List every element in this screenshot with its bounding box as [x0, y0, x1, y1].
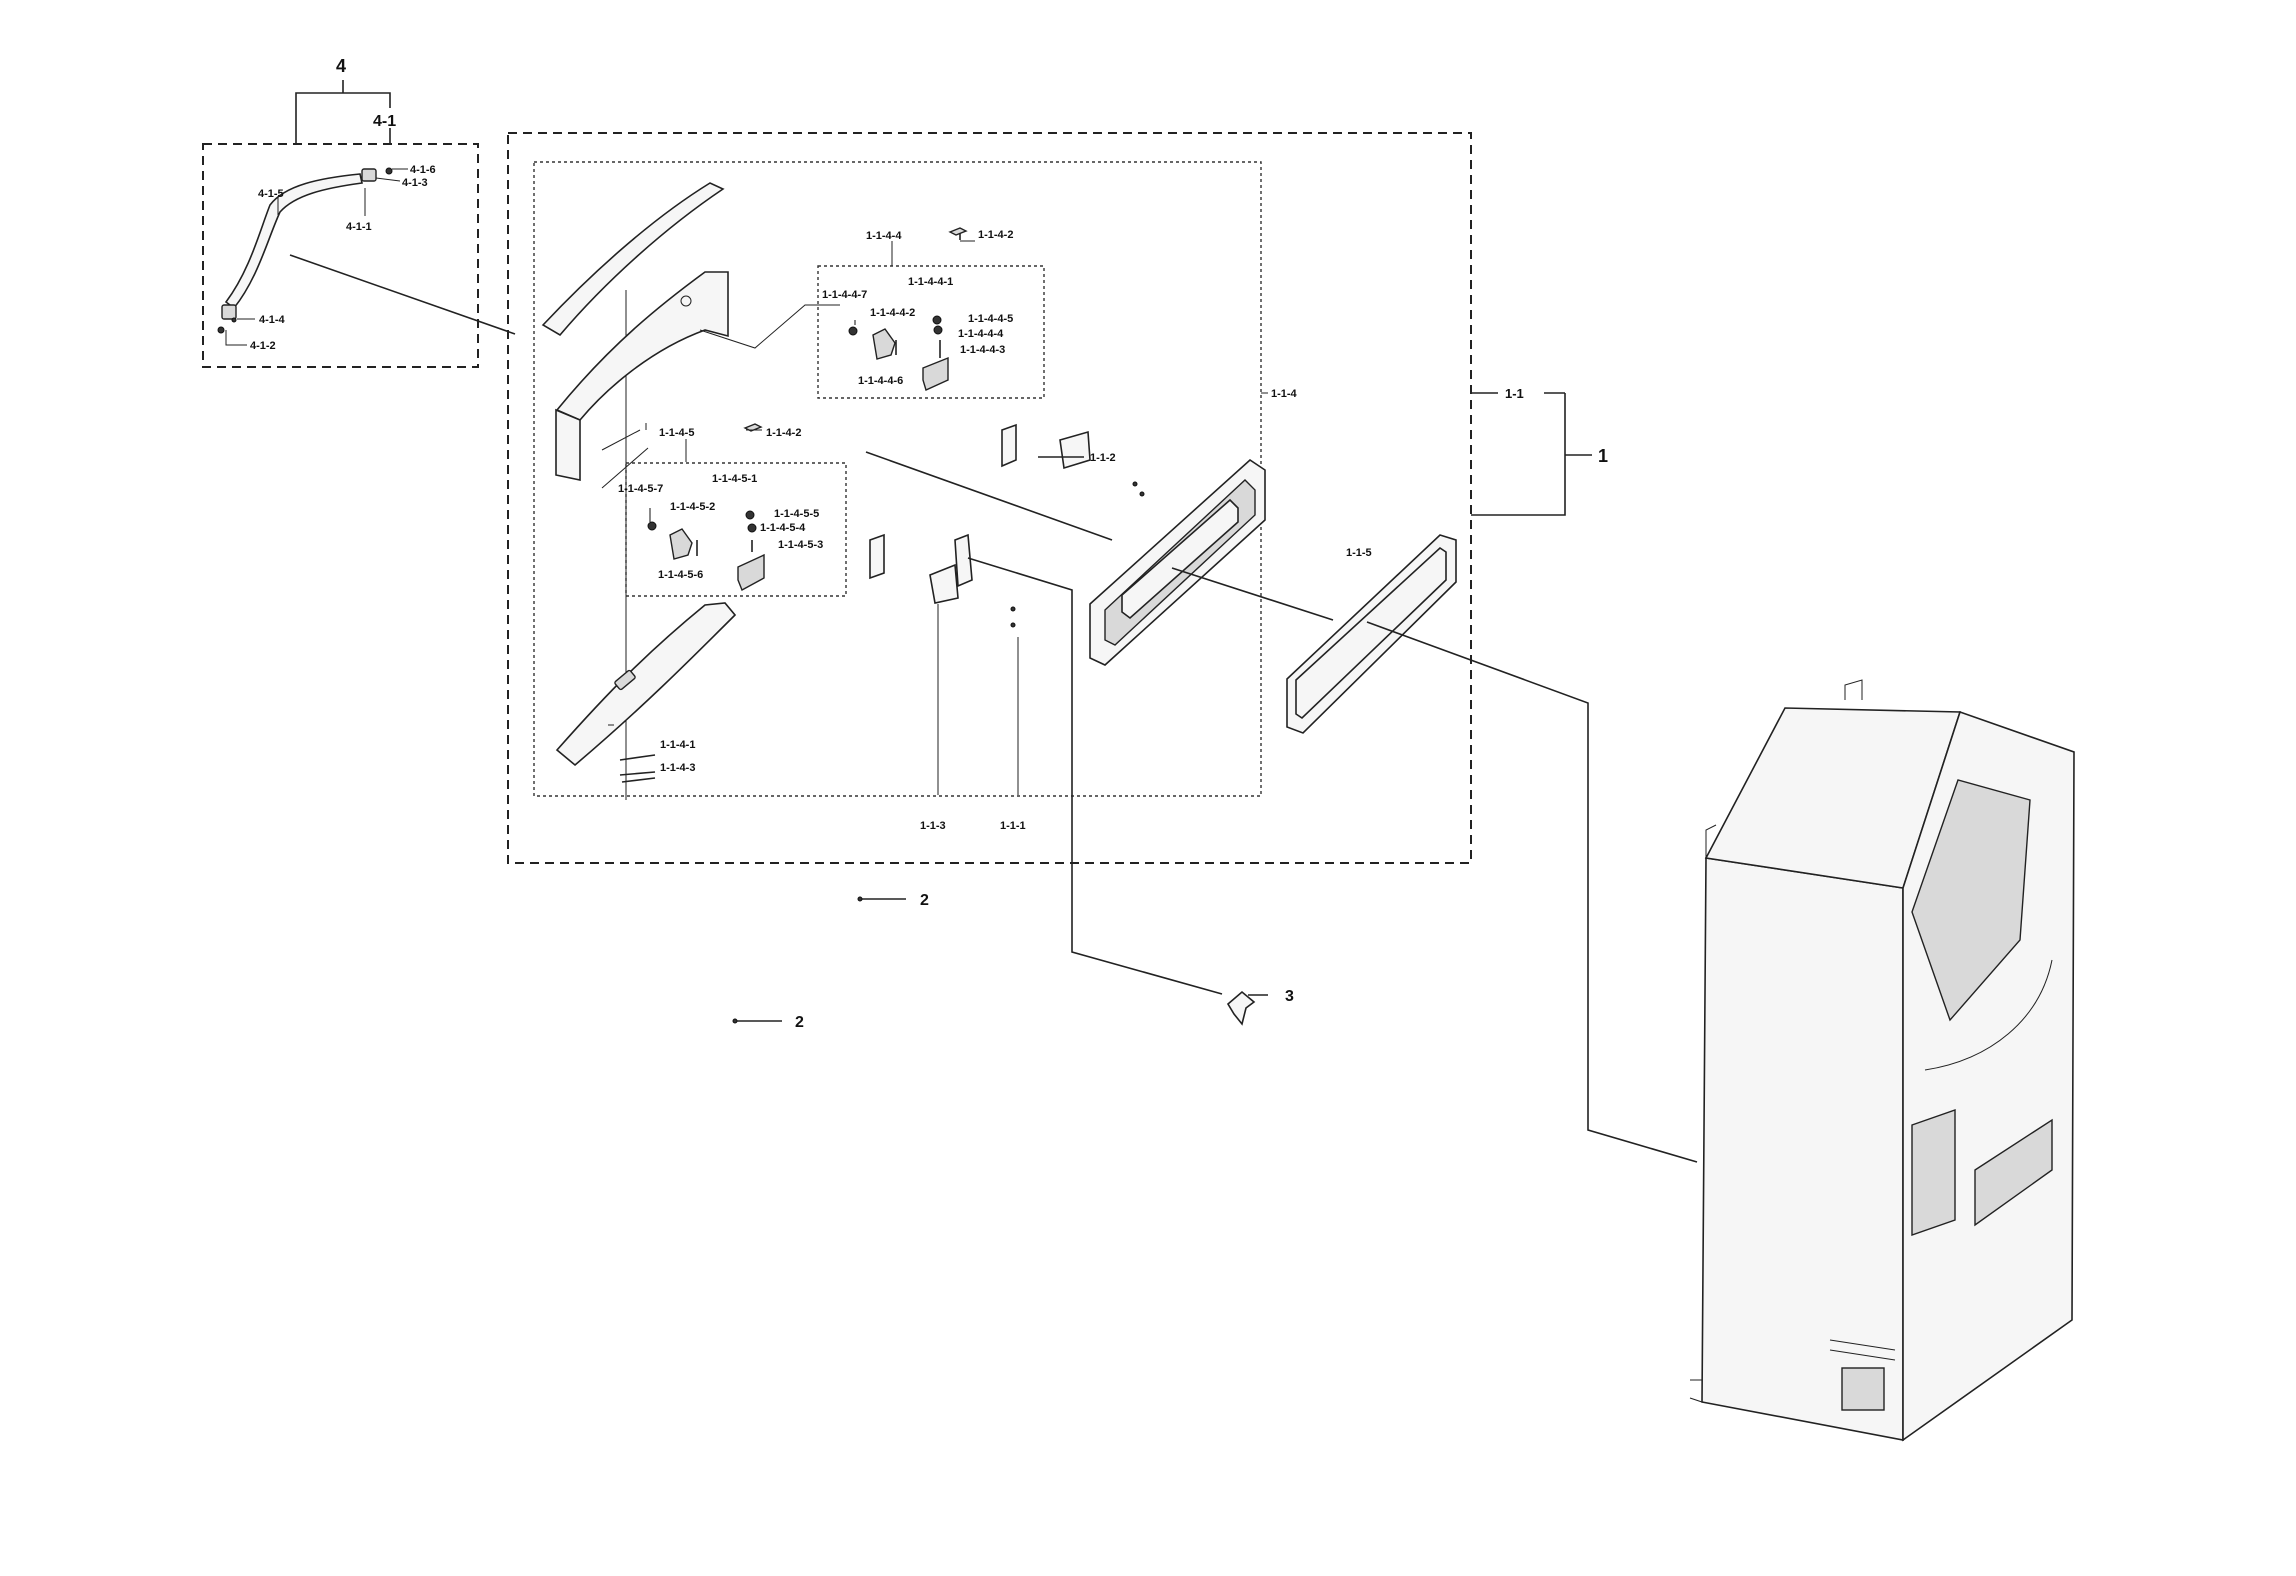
- label-1-1: 1-1: [1505, 386, 1524, 401]
- assembly-1-1-4-5-boundary: [625, 462, 847, 597]
- label-1-1-4-4-4: 1-1-4-4-4: [958, 328, 1004, 340]
- label-4-1-4: 4-1-4: [259, 314, 286, 326]
- label-1-1-4-4-2: 1-1-4-4-2: [870, 307, 915, 319]
- label-1-1-4-5-1: 1-1-4-5-1: [712, 473, 757, 485]
- label-1-1-5: 1-1-5: [1346, 547, 1372, 559]
- clip-part-3: [1226, 990, 1256, 1026]
- label-1-1-4-4: 1-1-4-4: [866, 230, 902, 242]
- label-1-1-1: 1-1-1: [1000, 820, 1026, 832]
- label-4-1-3: 4-1-3: [402, 177, 428, 189]
- screw-2-upper: [857, 896, 863, 902]
- assembly-1-1-4-4-boundary: [817, 265, 1045, 399]
- label-4-1-5: 4-1-5: [258, 188, 284, 200]
- upper-frame-part: [555, 271, 840, 481]
- label-4-1-1: 4-1-1: [346, 221, 372, 233]
- leader-lines: [601, 240, 1698, 1163]
- assembly-1-1-boundary: [507, 132, 1472, 864]
- label-1-1-4-3: 1-1-4-3: [660, 762, 695, 774]
- label-1-1-4-2-lower: 1-1-4-2: [766, 427, 801, 439]
- label-1-1-2: 1-1-2: [1090, 452, 1116, 464]
- label-4: 4: [336, 56, 346, 76]
- label-1: 1: [1598, 446, 1608, 466]
- gasket-part: [1286, 534, 1457, 734]
- label-1-1-4: 1-1-4: [1271, 388, 1298, 400]
- label-1-1-4-4-7: 1-1-4-4-7: [822, 289, 867, 301]
- hinge-parts-upper: [848, 227, 968, 391]
- refrigerator-body: [1689, 679, 2075, 1442]
- label-1-1-4-5: 1-1-4-5: [659, 427, 694, 439]
- hinge-parts-lower: [647, 423, 765, 591]
- label-3: 3: [1285, 988, 1294, 1005]
- label-1-1-3: 1-1-3: [920, 820, 946, 832]
- label-4-1-2: 4-1-2: [250, 340, 276, 352]
- bottom-trim-part: [555, 602, 737, 783]
- handle-pipe-part: [217, 167, 393, 334]
- bracket-1: [1471, 392, 1592, 516]
- label-1-1-4-1: 1-1-4-1: [660, 739, 695, 751]
- label-2-lower: 2: [795, 1014, 804, 1031]
- dispenser-panel-part: [1089, 458, 1266, 666]
- brackets-mid: [869, 423, 1145, 628]
- label-1-1-4-4-1: 1-1-4-4-1: [908, 276, 953, 288]
- label-4-1-6: 4-1-6: [410, 164, 436, 176]
- label-1-1-4-5-2: 1-1-4-5-2: [670, 501, 715, 513]
- label-1-1-4-5-5: 1-1-4-5-5: [774, 508, 819, 520]
- label-1-1-4-2-upper: 1-1-4-2: [978, 229, 1013, 241]
- assembly-4-1-boundary: [202, 143, 479, 368]
- label-1-1-4-4-6: 1-1-4-4-6: [858, 375, 903, 387]
- label-1-1-4-4-3: 1-1-4-4-3: [960, 344, 1005, 356]
- label-1-1-4-5-3: 1-1-4-5-3: [778, 539, 823, 551]
- label-1-1-4-5-6: 1-1-4-5-6: [658, 569, 703, 581]
- label-1-1-4-5-7: 1-1-4-5-7: [618, 483, 663, 495]
- label-4-1: 4-1: [373, 113, 396, 130]
- label-1-1-4-5-4: 1-1-4-5-4: [760, 522, 806, 534]
- screw-2-lower: [732, 1018, 738, 1024]
- handle-leaders: [225, 168, 516, 346]
- bracket-4: [295, 80, 391, 144]
- label-2-upper: 2: [920, 892, 929, 909]
- label-1-1-4-4-5: 1-1-4-4-5: [968, 313, 1013, 325]
